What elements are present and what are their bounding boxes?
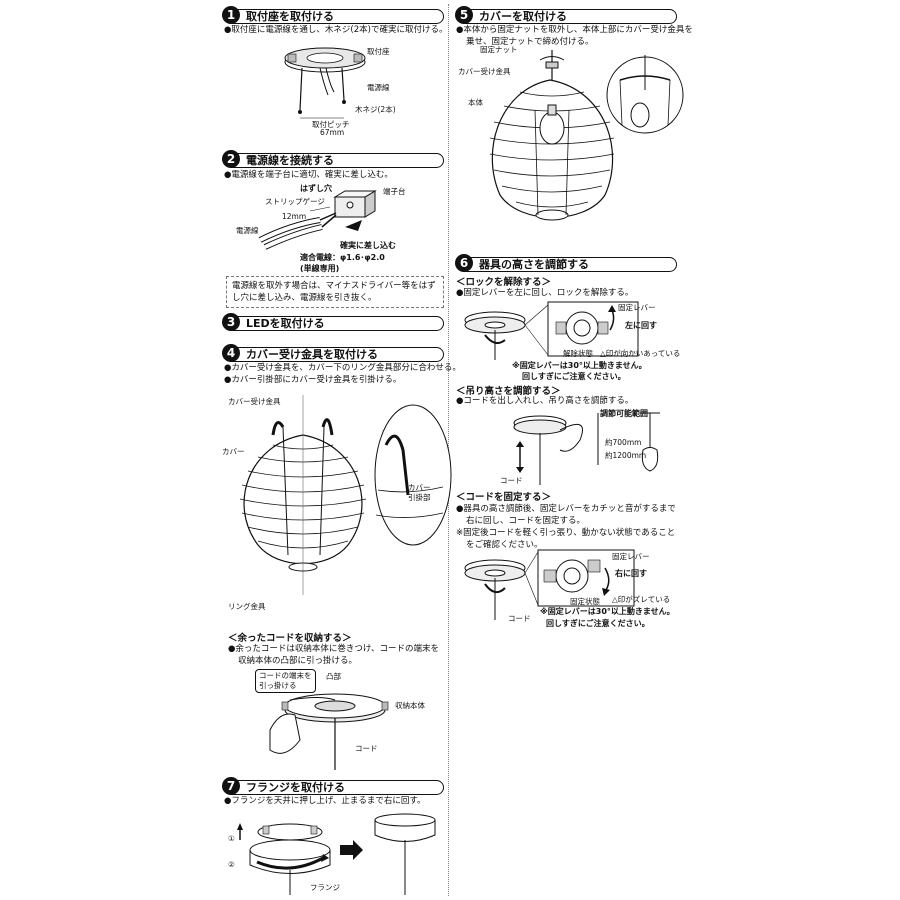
instruction-text: ●電源線を端子台に適切、確実に差し込む。 <box>224 170 393 180</box>
label-triangles-offset: △印がズレている <box>612 595 671 604</box>
label-cord: コード <box>355 744 378 753</box>
instruction-text: ●固定レバーを左に回し、ロックを解除する。 <box>456 288 634 298</box>
label-fixing-nut: 固定ナット <box>480 45 518 54</box>
label-strip-gauge: ストリップゲージ <box>265 197 325 206</box>
note-line: 回しすぎにご注意ください。 <box>546 619 650 628</box>
callout-hook-cord-end: コードの端末を 引っ掛ける <box>255 669 316 693</box>
section-2-header: 2 電源線を接続する <box>222 150 444 170</box>
subsection-title: ＜ロックを解除する＞ <box>456 277 552 288</box>
section-7-header: 7 フランジを取付ける <box>222 777 444 797</box>
section-5-header: 5 カバーを取付ける <box>455 6 677 26</box>
label-storage-body: 収納本体 <box>395 701 425 710</box>
label-cover-bracket: カバー受け金具 <box>458 67 511 76</box>
label-turn-left: 左に回す <box>625 321 657 330</box>
section-title: 電源線を接続する <box>246 154 334 167</box>
label-released-state: 解除状態 <box>563 349 593 358</box>
label-adjust-range: 調節可能範囲 <box>600 409 648 418</box>
instruction-text: ●カバー引掛部にカバー受け金具を引掛ける。 <box>224 375 402 385</box>
label-cord: コード <box>500 476 523 485</box>
label-mounting-base: 取付座 <box>367 47 390 56</box>
section-1-header: 1 取付座を取付ける <box>222 6 444 26</box>
label-cover-bracket: カバー受け金具 <box>228 397 281 406</box>
note-line: し穴に差し込み、電源線を引き抜く。 <box>232 293 377 303</box>
section-title: 器具の高さを調節する <box>479 258 589 271</box>
section-title: LEDを取付ける <box>246 317 325 330</box>
label-cover-hook-2: 引掛部 <box>408 493 431 502</box>
instruction-text: ●本体から固定ナットを取外し、本体上部にカバー受け金具を <box>456 25 693 35</box>
section-4-header: 4 カバー受け金具を取付ける <box>222 344 444 364</box>
label-terminal-block: 端子台 <box>383 187 406 196</box>
subsection-title: ＜コードを固定する＞ <box>456 492 552 503</box>
section-title: カバーを取付ける <box>479 10 567 23</box>
label-cover: カバー <box>222 447 245 456</box>
section-title: カバー受け金具を取付ける <box>246 348 378 361</box>
step-number: 4 <box>222 344 240 362</box>
instruction-text: ●取付座に電源線を通し、木ネジ(2本)で確実に取付ける。 <box>224 25 448 35</box>
instruction-text: ●コードを出し入れし、吊り高さを調節する。 <box>456 396 634 406</box>
section-3-header: 3 LEDを取付ける <box>222 313 444 333</box>
step-number: 1 <box>222 6 240 24</box>
label-flange: フランジ <box>310 883 340 892</box>
note-line: 回しすぎにご注意ください。 <box>522 372 626 381</box>
label-step-2: ② <box>228 860 235 869</box>
label-power-cord: 電源線 <box>367 83 390 92</box>
label-solid-wire: (単線専用) <box>300 264 340 273</box>
instruction-text: ※固定後コードを軽く引っ張り、動かない状態であること <box>456 528 676 538</box>
note-line: ※固定レバーは30°以上動きません。 <box>540 607 675 616</box>
callout-line: コードの端末を <box>259 671 312 680</box>
instruction-text: ●余ったコードは収納本体に巻きつけ、コードの端末を <box>228 644 439 654</box>
instruction-text: 収納本体の凸部に引っ掛ける。 <box>238 656 358 666</box>
step-number: 7 <box>222 777 240 795</box>
label-power-cord: 電源線 <box>236 226 259 235</box>
label-fixing-lever: 固定レバー <box>612 552 650 561</box>
label-step-1: ① <box>228 834 235 843</box>
label-1200mm: 約1200mm <box>605 451 647 460</box>
label-pitch: 取付ピッチ <box>312 120 350 129</box>
instruction-text: をご確認ください。 <box>466 540 543 550</box>
instruction-text: 右に回し、コードを固定する。 <box>466 516 586 526</box>
instruction-text: 乗せ、固定ナットで締め付ける。 <box>466 37 594 47</box>
cover-mount-illustration <box>489 50 684 221</box>
label-main-body: 本体 <box>468 98 483 107</box>
callout-line: 引っ掛ける <box>259 681 297 690</box>
step-number: 2 <box>222 150 240 168</box>
terminal-block-illustration <box>258 190 377 250</box>
label-fixing-lever: 固定レバー <box>618 303 656 312</box>
label-cover-hook-1: カバー <box>408 483 431 492</box>
flange-illustration <box>237 813 436 895</box>
instruction-text: ●フランジを天井に押し上げ、止まるまで右に回す。 <box>224 796 426 806</box>
section-title: 取付座を取付ける <box>246 10 334 23</box>
lantern-cover-illustration <box>239 395 452 595</box>
step-number: 5 <box>455 6 473 24</box>
instruction-text: ●カバー受け金具を、カバー下のリング金具部分に合わせる。 <box>224 363 461 373</box>
label-wood-screws: 木ネジ(2本) <box>355 105 396 114</box>
fix-cord-illustration <box>464 549 635 620</box>
label-fixed-state: 固定状態 <box>570 597 600 606</box>
label-insert-firmly: 確実に差し込む <box>340 241 396 250</box>
label-protrusion: 凸部 <box>326 672 341 681</box>
note-line: ※固定レバーは30°以上動きません。 <box>512 361 647 370</box>
label-release-hole: はずし穴 <box>300 184 332 193</box>
section-6-header: 6 器具の高さを調節する <box>455 254 677 274</box>
subsection-title: ＜余ったコードを収納する＞ <box>228 633 352 644</box>
height-adjust-illustration <box>513 412 660 485</box>
label-compatible-wire: 適合電線：φ1.6･φ2.0 <box>300 253 385 262</box>
mounting-base-illustration <box>284 47 366 119</box>
label-12mm: 12mm <box>282 212 307 221</box>
note-box: 電源線を取外す場合は、マイナスドライバー等をはず し穴に差し込み、電源線を引き抜… <box>226 276 444 308</box>
step-number: 3 <box>222 313 240 331</box>
cord-storage-illustration <box>269 693 389 770</box>
subsection-title: ＜吊り高さを調節する＞ <box>456 386 561 397</box>
label-ring-bracket: リング金具 <box>228 602 266 611</box>
label-cord: コード <box>508 614 531 623</box>
note-line: 電源線を取外す場合は、マイナスドライバー等をはず <box>232 281 436 291</box>
label-pitch-value: 67mm <box>320 128 345 137</box>
label-700mm: 約700mm <box>605 438 642 447</box>
instruction-text: ●器具の高さ調節後、固定レバーをカチッと音がするまで <box>456 504 676 514</box>
unlock-illustration <box>464 301 639 360</box>
label-turn-right: 右に回す <box>615 569 647 578</box>
section-title: フランジを取付ける <box>246 781 345 794</box>
step-number: 6 <box>455 254 473 272</box>
label-triangles-facing: △印が向かいあっている <box>600 349 681 358</box>
